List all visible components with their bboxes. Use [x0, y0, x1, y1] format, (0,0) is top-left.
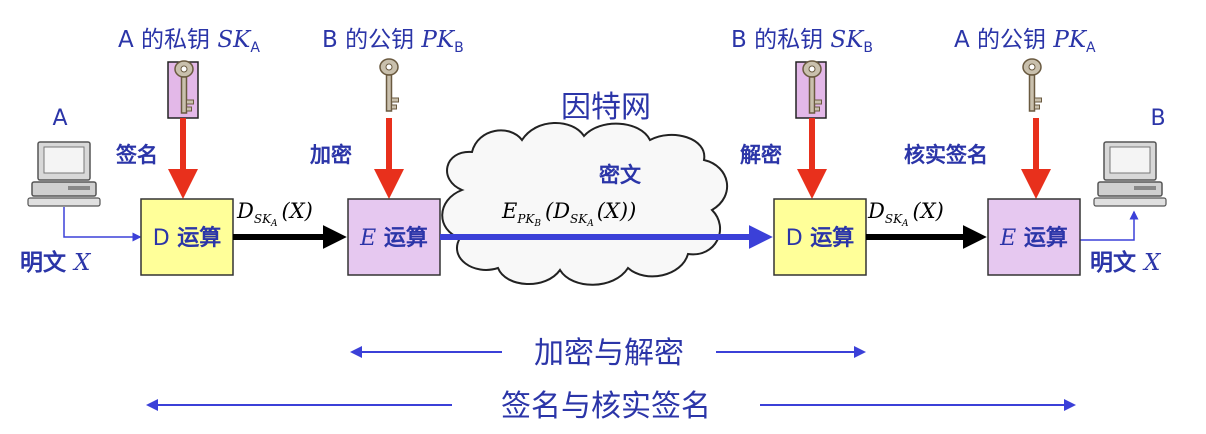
- box-d2-label: D 运算: [786, 225, 855, 251]
- span-label-sign-verify: 签名与核实签名: [501, 389, 711, 424]
- span-label-encrypt-decrypt: 加密与解密: [534, 336, 684, 371]
- key-label-b-private: B 的私钥 SKB: [731, 27, 873, 56]
- box-e1-label: E 运算: [359, 225, 428, 251]
- internet-cloud: [441, 122, 729, 286]
- arrow-plaintext-in: [63, 207, 142, 242]
- computer-icon-receiver: [1093, 141, 1167, 207]
- ciphertext-label: 密文: [599, 163, 642, 187]
- step-label-sign: 签名: [115, 143, 158, 167]
- plaintext-label-receiver: 明文 X: [1090, 249, 1162, 276]
- formula-signed-left: DSKA(X): [236, 199, 313, 229]
- key-label-b-public: B 的公钥 PKB: [322, 27, 464, 56]
- plaintext-label-sender: 明文 X: [20, 249, 92, 276]
- box-d-operation-2: [773, 198, 867, 276]
- key-icon-b-public: [379, 58, 400, 112]
- host-label-receiver: B: [1150, 106, 1165, 131]
- arrow-plaintext-out: [1078, 210, 1139, 241]
- box-e-operation-2: [987, 198, 1081, 276]
- step-label-encrypt: 加密: [309, 143, 352, 167]
- step-label-decrypt: 解密: [740, 143, 782, 167]
- formula-signed-right: DSKA(X): [867, 199, 944, 229]
- key-icon-a-public: [1022, 58, 1043, 112]
- step-label-verify: 核实签名: [904, 143, 988, 167]
- host-label-sender: A: [52, 106, 67, 131]
- box-e-operation-1: [347, 198, 441, 276]
- box-d-operation-1: [140, 198, 234, 276]
- key-label-a-public: A 的公钥 PKA: [954, 27, 1096, 56]
- computer-icon-sender: [27, 141, 101, 207]
- formula-ciphertext: EPKB(DSKA(X)): [501, 199, 636, 229]
- box-e2-label: E 运算: [999, 225, 1068, 251]
- internet-label: 因特网: [561, 90, 651, 125]
- box-d1-label: D 运算: [153, 225, 222, 251]
- key-label-a-private: A 的私钥 SKA: [118, 27, 260, 56]
